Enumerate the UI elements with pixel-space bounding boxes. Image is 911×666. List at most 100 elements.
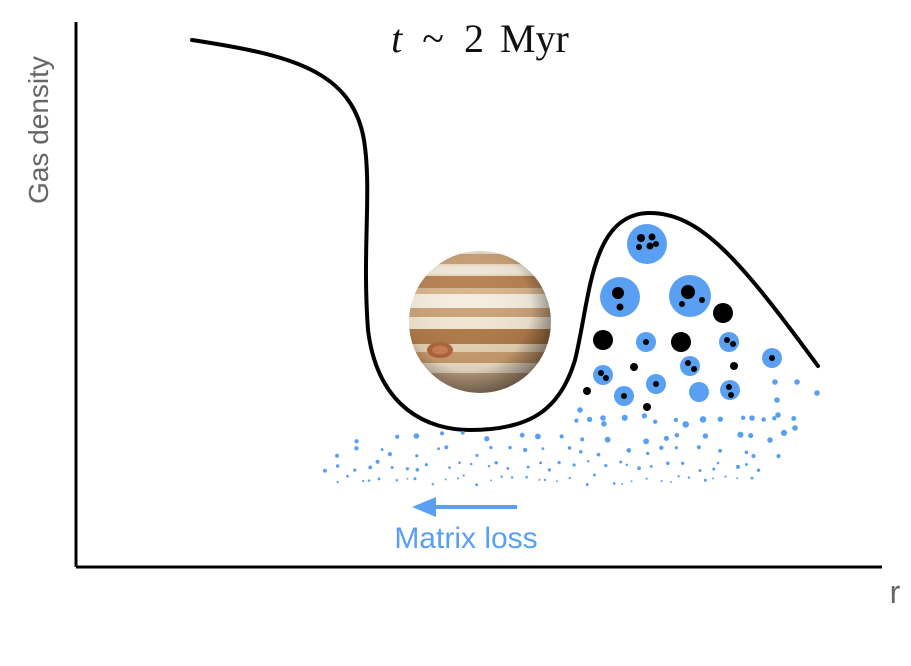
- dust-grain: [444, 445, 449, 450]
- dust-grain: [444, 478, 447, 481]
- dust-grain: [712, 477, 715, 480]
- dust-grain: [395, 434, 400, 439]
- dust-grain: [556, 480, 558, 483]
- dust-grain: [724, 475, 727, 478]
- dust-grain: [680, 461, 685, 466]
- chondrule: [730, 362, 738, 370]
- dust-grain: [390, 465, 394, 470]
- dust-grain: [506, 466, 510, 470]
- dust-grain: [649, 464, 653, 468]
- title-value: 2: [464, 16, 484, 61]
- chondrule: [630, 363, 638, 371]
- dust-grain: [592, 473, 596, 477]
- dust-grain: [772, 379, 778, 385]
- dust-grain: [643, 438, 650, 445]
- dust-grain: [626, 448, 632, 453]
- dust-grain: [413, 477, 417, 481]
- dust-grain: [354, 446, 359, 451]
- dust-grain: [621, 483, 624, 486]
- dust-grain: [702, 433, 709, 439]
- particle-cloud: [583, 224, 782, 411]
- dust-grain: [792, 425, 798, 431]
- chondrule: [726, 384, 732, 390]
- dust-grain: [736, 477, 739, 480]
- dust-grain: [674, 446, 678, 450]
- dust-grain: [500, 475, 503, 478]
- dust-grain: [335, 464, 340, 468]
- chondrule: [685, 360, 691, 366]
- jupiter-planet: [409, 251, 551, 393]
- dust-grain: [519, 432, 525, 438]
- dust-grain: [494, 461, 498, 465]
- dust-grain: [437, 447, 441, 451]
- dust-grain: [462, 474, 465, 477]
- title-unit: Myr: [500, 16, 569, 61]
- dust-grain: [612, 482, 616, 485]
- dust-aggregate: [627, 224, 667, 264]
- dust-grain: [748, 433, 754, 439]
- dust-grain: [415, 468, 420, 472]
- dust-grain: [745, 463, 748, 466]
- chondrule: [728, 392, 734, 398]
- dust-grain: [645, 477, 648, 480]
- dust-grain: [794, 379, 800, 385]
- dust-grain: [698, 468, 702, 473]
- dust-grain: [368, 465, 373, 470]
- dust-grain: [646, 451, 650, 456]
- dust-grain: [335, 453, 339, 458]
- title-operator: ~: [422, 16, 444, 61]
- dust-grain: [712, 467, 716, 471]
- dust-grain: [772, 416, 777, 421]
- dust-grain: [367, 479, 371, 482]
- dust-grain: [475, 453, 479, 457]
- dust-grain: [740, 415, 746, 420]
- dust-grain: [670, 481, 672, 484]
- dust-grain: [673, 417, 679, 423]
- dust-grain: [354, 439, 359, 444]
- dust-grain: [538, 478, 541, 481]
- dust-grain: [439, 431, 445, 436]
- chondrule: [643, 403, 651, 411]
- dust-grain: [703, 478, 707, 482]
- dust-grain: [458, 461, 461, 465]
- dust-grain: [377, 477, 381, 481]
- dust-grain: [578, 449, 583, 454]
- chondrule: [713, 303, 733, 323]
- dust-grain: [761, 417, 766, 422]
- dust-grain: [621, 414, 628, 421]
- gas-density-curve: [190, 38, 820, 433]
- dust-grain: [776, 454, 781, 459]
- dust-grain: [375, 459, 380, 464]
- chondrule: [724, 337, 730, 343]
- dust-grain: [346, 474, 349, 478]
- dust-grain: [756, 468, 761, 472]
- dust-grain: [541, 447, 545, 450]
- dust-grain: [448, 466, 451, 469]
- chondrule: [671, 332, 691, 352]
- dust-grain: [543, 478, 547, 482]
- dust-grain: [395, 479, 399, 482]
- title-variable: t: [391, 16, 403, 61]
- dust-grain: [780, 429, 788, 437]
- dust-grain: [353, 468, 357, 472]
- dust-grain: [572, 463, 576, 467]
- chondrule: [691, 366, 697, 372]
- dust-grain: [431, 483, 434, 486]
- dust-grain: [737, 431, 744, 438]
- dust-grain: [456, 477, 459, 480]
- dust-aggregate: [689, 382, 709, 402]
- chondrule: [616, 303, 624, 311]
- chondrule: [583, 387, 591, 395]
- diagram-title: t ~ 2 Myr: [391, 16, 569, 61]
- dust-grain: [387, 452, 392, 457]
- dust-grain: [660, 480, 663, 482]
- x-axis-label: r: [890, 574, 901, 610]
- dust-aggregate: [720, 380, 740, 400]
- chondrule: [603, 375, 609, 381]
- dust-field: [322, 379, 820, 487]
- dust-grain: [489, 445, 493, 450]
- dust-grain: [534, 433, 541, 440]
- matrix-loss-label: Matrix loss: [394, 522, 537, 555]
- dust-grain: [415, 454, 419, 458]
